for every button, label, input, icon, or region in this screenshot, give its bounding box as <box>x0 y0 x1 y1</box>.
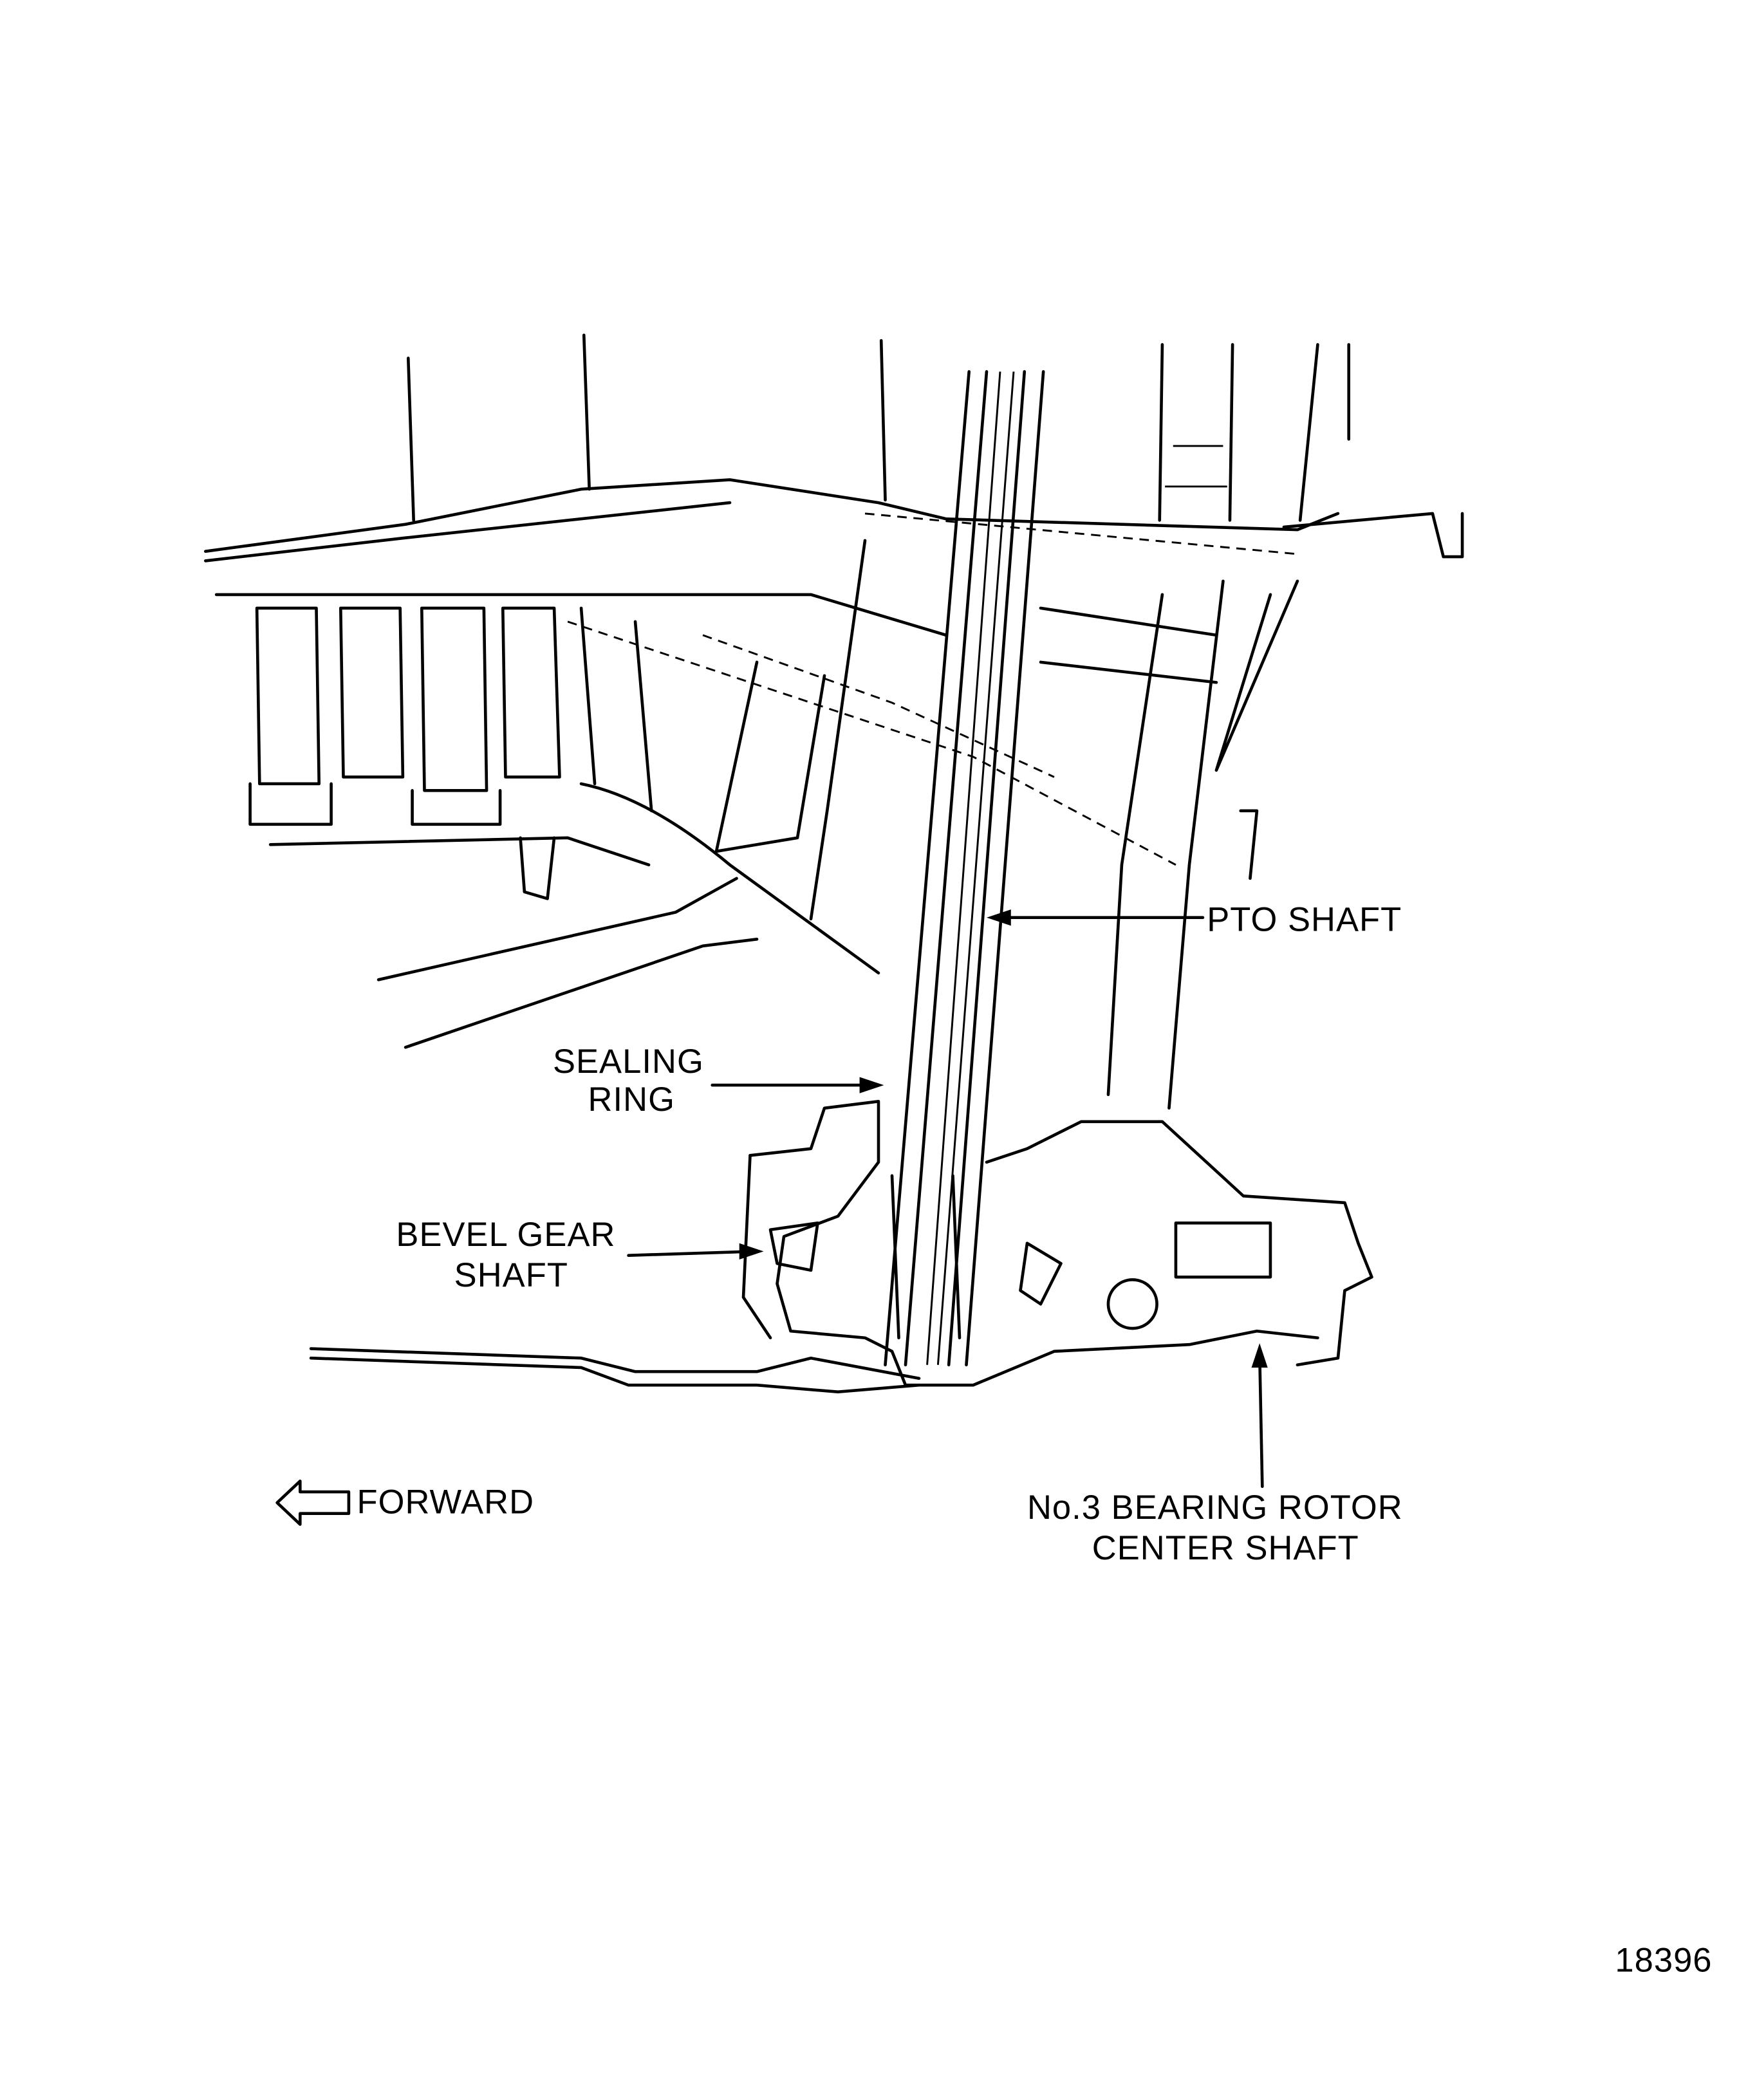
sealing-ring-arrowhead <box>859 1077 884 1093</box>
no3-leader <box>1258 1350 1264 1489</box>
figure-number: 18396 <box>1615 1942 1712 1980</box>
sealing-ring-label-line1: SEALING <box>553 1043 704 1081</box>
rotor-center-shaft <box>309 1347 921 1394</box>
leaders <box>627 909 1268 1489</box>
pto-arrowhead <box>986 909 1011 926</box>
gearbox-housing <box>741 1099 1373 1387</box>
pto-shaft <box>884 370 1045 1367</box>
bevel-gear-label-line1: BEVEL GEAR <box>396 1216 615 1254</box>
forward-label: FORWARD <box>357 1483 534 1521</box>
bevel-gear-leader <box>627 1250 756 1257</box>
bevel-gear-label-line2: SHAFT <box>454 1256 568 1294</box>
no3-arrowhead <box>1251 1343 1268 1368</box>
no3-bearing-label-line1: No.3 BEARING ROTOR <box>1027 1489 1403 1527</box>
compressor-blades <box>214 593 948 900</box>
forward-arrow-icon <box>275 1480 351 1526</box>
no3-bearing-label-line2: CENTER SHAFT <box>1092 1529 1359 1567</box>
outer-casing <box>204 333 1464 562</box>
pto-shaft-label: PTO SHAFT <box>1207 901 1402 939</box>
frame-struts <box>376 539 1299 1110</box>
bevel-gear-arrowhead <box>739 1243 764 1259</box>
sealing-ring-label-line2: RING <box>588 1081 675 1119</box>
